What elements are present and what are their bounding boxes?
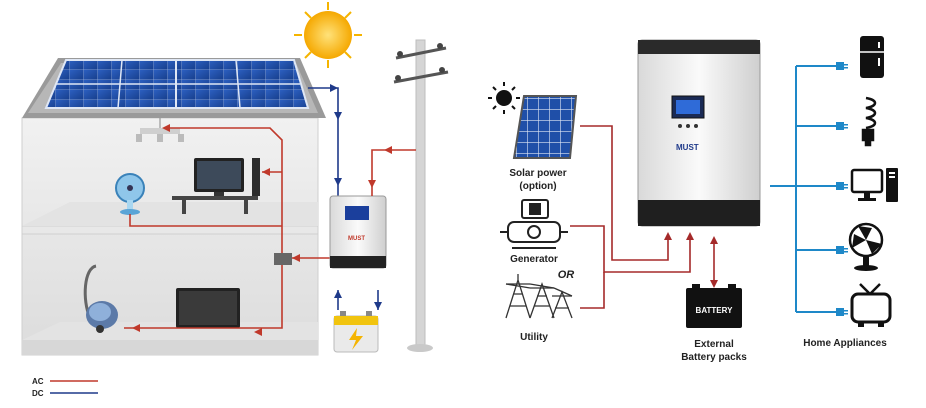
house-ac-arrows — [132, 124, 300, 336]
small-inverter-brand: MUST — [348, 236, 365, 242]
ac-input-arrows — [664, 232, 694, 240]
battery-link — [710, 236, 718, 288]
fan-icon — [115, 173, 145, 215]
ac-input-lines — [570, 125, 691, 309]
distribution-box — [274, 253, 292, 265]
house-dc-arrows — [330, 84, 342, 186]
battery-icon: BATTERY — [686, 284, 742, 328]
vacuum-icon — [83, 264, 118, 333]
legend-dc-label: DC — [32, 389, 44, 398]
grid-ac-link — [368, 146, 416, 196]
utility-tower-icon — [505, 274, 573, 319]
tv-right-icon — [850, 283, 892, 327]
solar-power-label: Solar power — [509, 168, 566, 179]
inverter-small-icon: MUST — [329, 195, 387, 269]
inverter-brand: MUST — [676, 143, 699, 152]
battery-small-icon — [333, 311, 379, 353]
solar-panel-icon — [512, 95, 578, 159]
inverter-icon: MUST — [637, 39, 761, 227]
computer-desk-icon — [172, 158, 260, 214]
appliance-bus — [770, 65, 838, 313]
sun-icon — [294, 2, 362, 68]
plug-icons — [836, 62, 848, 316]
or-label: OR — [558, 269, 575, 281]
roof-solar-panel — [44, 59, 310, 109]
legend-ac-label: AC — [32, 377, 44, 386]
battery-packs-label: Battery packs — [681, 352, 747, 363]
computer-icon — [850, 168, 898, 202]
fridge-icon — [860, 36, 884, 78]
house-ac-wiring — [124, 127, 330, 329]
tv-icon — [176, 288, 240, 328]
solar-option-label: (option) — [519, 181, 556, 192]
battery-dc-link — [334, 290, 382, 310]
generator-label: Generator — [510, 254, 558, 265]
external-label: External — [694, 339, 734, 350]
bulb-icon — [861, 96, 877, 147]
generator-icon — [500, 199, 568, 249]
utility-pole-icon — [393, 39, 449, 352]
house — [21, 58, 342, 356]
sun-small-icon — [488, 82, 520, 114]
fan-right-icon — [848, 222, 884, 271]
chandelier-icon — [136, 118, 184, 142]
home-appliances-label: Home Appliances — [803, 338, 887, 349]
utility-label: Utility — [520, 332, 548, 343]
legend: AC DC — [32, 377, 98, 398]
battery-label: BATTERY — [696, 306, 734, 315]
